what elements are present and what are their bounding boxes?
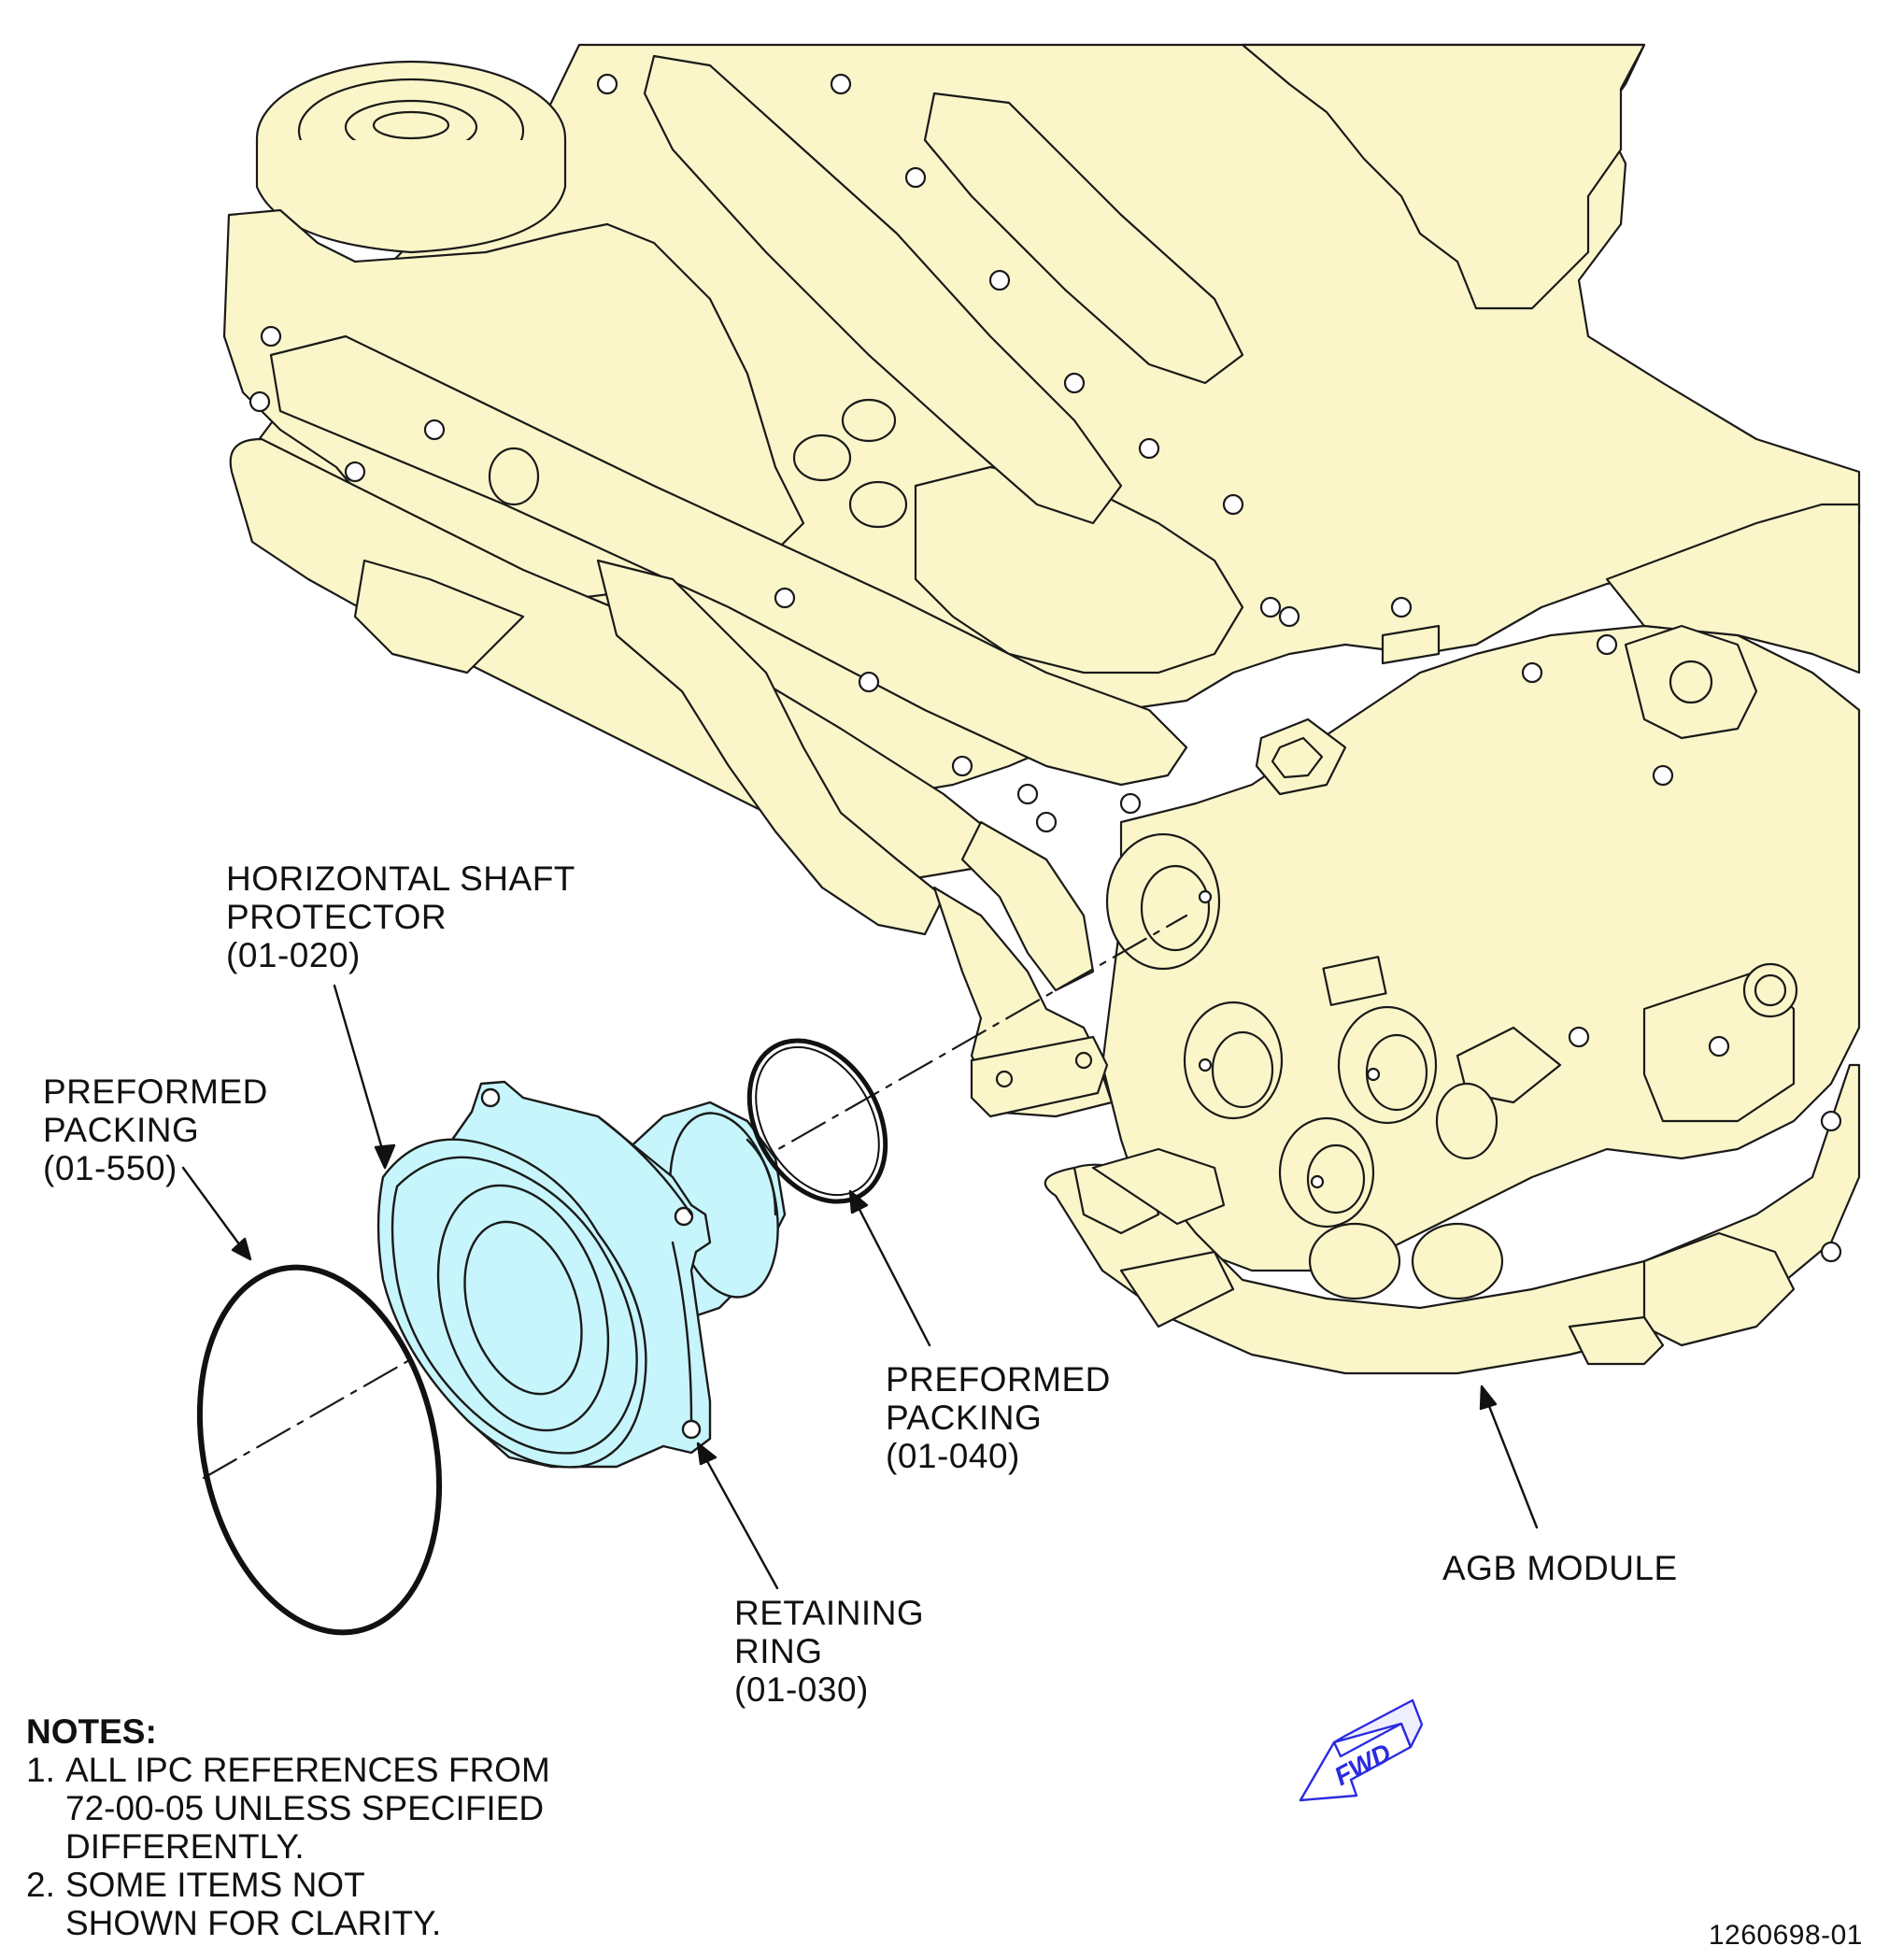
note-line: ALL IPC REFERENCES FROM	[65, 1751, 550, 1789]
horizontal-shaft-protector	[376, 1080, 787, 1469]
callout-line: PACKING	[43, 1111, 200, 1149]
notes-title: NOTES:	[26, 1712, 157, 1751]
figure-number: 1260698-01	[1708, 1920, 1863, 1951]
callout-line: HORIZONTAL SHAFT	[226, 859, 575, 898]
note-text: ALL IPC REFERENCES FROM 72-00-05 UNLESS …	[65, 1751, 550, 1866]
note-line: DIFFERENTLY.	[65, 1827, 305, 1866]
note-item: 2. SOME ITEMS NOT SHOWN FOR CLARITY.	[26, 1866, 550, 1942]
note-item: 1. ALL IPC REFERENCES FROM 72-00-05 UNLE…	[26, 1751, 550, 1866]
callout-preformed-packing-040: PREFORMED PACKING (01-040)	[886, 1360, 1111, 1475]
callout-line: (01-550)	[43, 1149, 178, 1187]
note-text: SOME ITEMS NOT SHOWN FOR CLARITY.	[65, 1866, 441, 1942]
callout-line: (01-040)	[886, 1437, 1020, 1475]
notes-block: NOTES: 1. ALL IPC REFERENCES FROM 72-00-…	[26, 1712, 550, 1942]
callout-line: RING	[734, 1632, 823, 1670]
callout-line: (01-030)	[734, 1670, 869, 1709]
callout-line: (01-020)	[226, 936, 361, 974]
callout-horizontal-shaft-protector: HORIZONTAL SHAFT PROTECTOR (01-020)	[226, 859, 575, 974]
callout-line: PACKING	[886, 1399, 1043, 1437]
tube-flange	[970, 1035, 1109, 1118]
note-number: 1.	[26, 1751, 55, 1789]
note-line: SOME ITEMS NOT	[65, 1866, 365, 1904]
callout-line: PROTECTOR	[226, 898, 447, 936]
callout-line: PREFORMED	[886, 1360, 1111, 1399]
leader-lines	[181, 984, 1539, 1590]
note-line: 72-00-05 UNLESS SPECIFIED	[65, 1789, 545, 1827]
preformed-packing-550	[196, 1264, 443, 1636]
agb-module	[1101, 503, 1861, 1300]
callout-retaining-ring: RETAINING RING (01-030)	[734, 1594, 924, 1709]
preformed-packing-040	[746, 1038, 888, 1204]
lower-right-tube	[1044, 1063, 1861, 1375]
callout-line: AGB MODULE	[1442, 1549, 1678, 1587]
note-line: SHOWN FOR CLARITY.	[65, 1904, 442, 1942]
bolts	[249, 73, 1842, 1263]
callout-preformed-packing-550: PREFORMED PACKING (01-550)	[43, 1072, 268, 1187]
connectors	[488, 398, 1798, 1018]
callout-line: PREFORMED	[43, 1072, 268, 1111]
callout-agb-module: AGB MODULE	[1442, 1549, 1678, 1587]
callout-line: RETAINING	[734, 1594, 925, 1632]
fwd-arrow-icon: FWD	[1299, 1698, 1424, 1802]
note-number: 2.	[26, 1866, 55, 1904]
